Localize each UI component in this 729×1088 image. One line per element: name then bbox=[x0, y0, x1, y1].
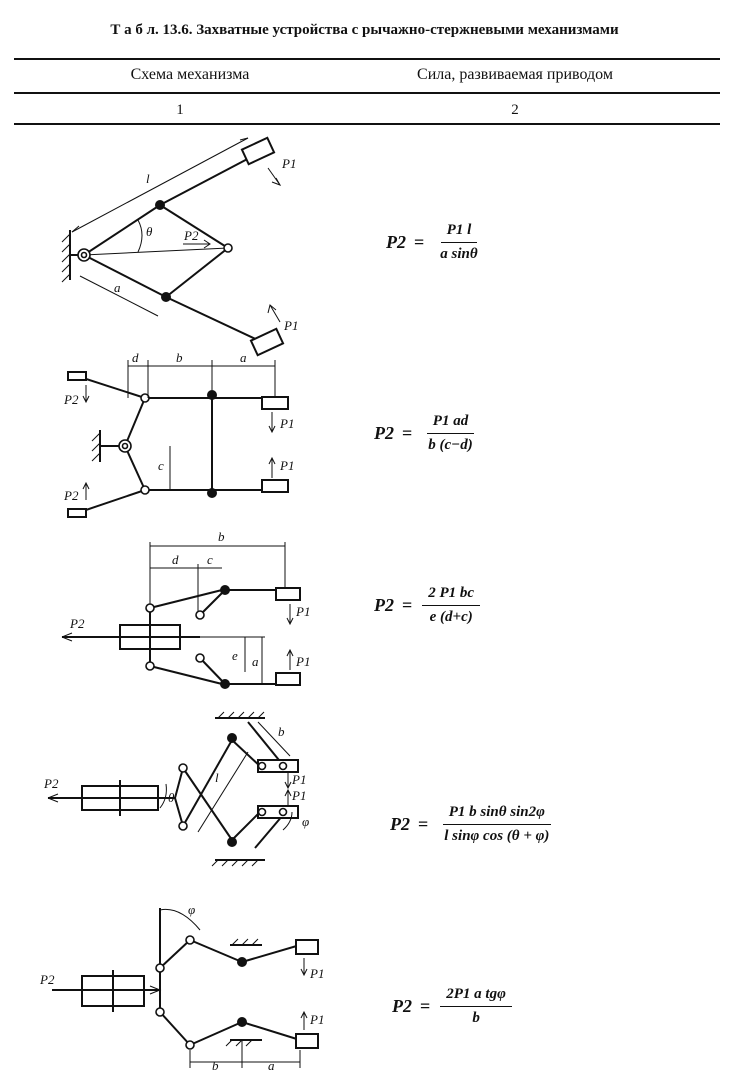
formula-eq: = bbox=[420, 996, 431, 1016]
formula-lhs: P2 bbox=[392, 996, 412, 1016]
formula-denominator: e (d+c) bbox=[429, 609, 473, 625]
formula-numerator: P1 ad bbox=[426, 413, 475, 434]
formula-numerator: 2P1 a tgφ bbox=[440, 986, 512, 1007]
formula-numerator: P1 l bbox=[440, 222, 478, 243]
formula-eq: = bbox=[402, 423, 413, 443]
label-p1-bottom-3: P1 bbox=[295, 654, 310, 669]
label-p1-top-4: P1 bbox=[291, 772, 306, 787]
label-p1-top-3: P1 bbox=[295, 604, 310, 619]
label-p2-5: P2 bbox=[39, 972, 55, 987]
label-p1-bottom-4: P1 bbox=[291, 788, 306, 803]
formula-numerator: 2 P1 bc bbox=[422, 585, 481, 606]
formula-fraction: 2 P1 bc e (d+c) bbox=[422, 585, 481, 626]
label-p2-3: P2 bbox=[69, 616, 85, 631]
formula-row-2: P2 = P1 ad b (c−d) bbox=[374, 413, 479, 454]
label-b-2: b bbox=[176, 350, 183, 365]
formula-lhs: P2 bbox=[390, 814, 410, 834]
label-theta-4: θ bbox=[168, 790, 175, 805]
label-p1-top-5: P1 bbox=[309, 966, 324, 981]
formula-denominator: b (c−d) bbox=[428, 437, 473, 453]
formula-denominator: b bbox=[472, 1010, 480, 1026]
formula-fraction: P1 ad b (c−d) bbox=[422, 413, 479, 454]
column-header-scheme: Схема механизма bbox=[130, 66, 250, 83]
label-d-2: d bbox=[132, 350, 139, 365]
formula-denominator: l sinφ cos (θ + φ) bbox=[444, 828, 550, 844]
formula-row-5: P2 = 2P1 a tgφ b bbox=[392, 986, 512, 1027]
header-middle-rule bbox=[14, 92, 720, 94]
label-theta-1: θ bbox=[146, 224, 153, 239]
label-l-4: l bbox=[215, 770, 219, 785]
label-b-5: b bbox=[212, 1058, 219, 1073]
label-a-1: a bbox=[114, 280, 121, 295]
label-d-3: d bbox=[172, 552, 179, 567]
label-p2-4: P2 bbox=[43, 776, 59, 791]
column-header-force: Сила, развиваемая приводом bbox=[417, 66, 613, 83]
formula-numerator: P1 b sinθ sin2φ bbox=[442, 804, 551, 825]
label-p2-bottom-2: P2 bbox=[63, 488, 79, 503]
label-phi-5: φ bbox=[188, 902, 195, 917]
column-number-1: 1 bbox=[176, 102, 184, 118]
label-phi-4: φ bbox=[302, 814, 309, 829]
label-p1-bottom-1: P1 bbox=[283, 318, 298, 333]
label-a-2: a bbox=[240, 350, 247, 365]
formula-row-1: P2 = P1 l a sinθ bbox=[386, 222, 484, 263]
formula-eq: = bbox=[402, 595, 413, 615]
formula-row-3: P2 = 2 P1 bc e (d+c) bbox=[374, 585, 481, 626]
label-c-3: c bbox=[207, 552, 213, 567]
label-p1-bottom-5: P1 bbox=[309, 1012, 324, 1027]
formula-fraction: P1 b sinθ sin2φ l sinφ cos (θ + φ) bbox=[438, 804, 555, 845]
formula-lhs: P2 bbox=[374, 423, 394, 443]
formula-lhs: P2 bbox=[374, 595, 394, 615]
label-b-4: b bbox=[278, 724, 285, 739]
formula-eq: = bbox=[414, 232, 425, 252]
label-p2-1: P2 bbox=[183, 228, 199, 243]
header-top-rule bbox=[14, 58, 720, 60]
label-e-3: e bbox=[232, 648, 238, 663]
formula-lhs: P2 bbox=[386, 232, 406, 252]
label-p1-top-2: P1 bbox=[279, 416, 294, 431]
formula-denominator: a sinθ bbox=[440, 246, 478, 262]
label-b-3: b bbox=[218, 529, 225, 544]
table-title: Т а б л. 13.6. Захватные устройства с ры… bbox=[110, 22, 619, 38]
formula-fraction: P1 l a sinθ bbox=[434, 222, 483, 263]
label-p1-bottom-2: P1 bbox=[279, 458, 294, 473]
label-c-2: c bbox=[158, 458, 164, 473]
formula-fraction: 2P1 a tgφ b bbox=[440, 986, 512, 1027]
label-p1-top-1: P1 bbox=[281, 156, 296, 171]
label-p2-top-2: P2 bbox=[63, 392, 79, 407]
column-number-2: 2 bbox=[511, 102, 519, 118]
header-bottom-rule bbox=[14, 123, 720, 125]
formula-eq: = bbox=[418, 814, 429, 834]
label-a-5: a bbox=[268, 1058, 275, 1073]
label-a-3: a bbox=[252, 654, 259, 669]
label-l-1: l bbox=[146, 171, 150, 186]
formula-row-4: P2 = P1 b sinθ sin2φ l sinφ cos (θ + φ) bbox=[390, 804, 555, 845]
